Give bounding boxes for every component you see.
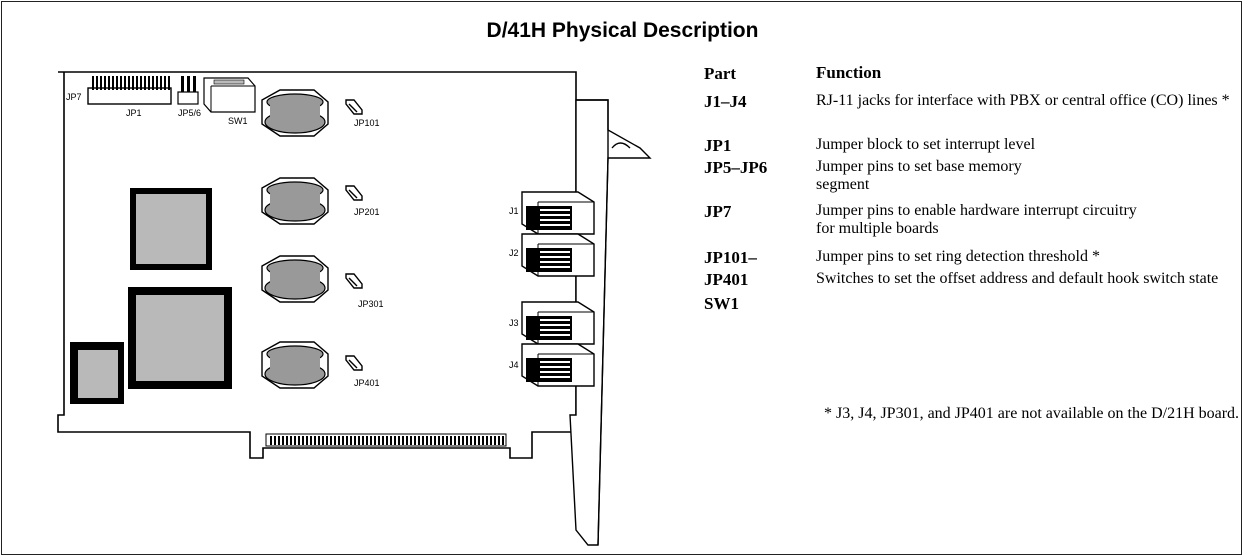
jp1-jumper-block [87,76,172,105]
row-function: Jumper pins to set base memory segment [816,158,1022,193]
jp101-label: JP101 [354,118,380,128]
rj11-jack-j3 [521,301,595,345]
sw1-label: SW1 [228,116,248,126]
jp5-jp6-jumper-pins [177,76,199,105]
j2-label: J2 [509,248,519,258]
header-function: Function [816,63,882,82]
j1-label: J1 [509,206,519,216]
board-diagram: JP7 JP1 JP5/6 SW1 JP101 JP201 JP301 JP40… [57,71,652,546]
jumper-jp301 [345,273,363,289]
row-part: SW1 [704,294,739,313]
j3-label: J3 [509,318,519,328]
jumper-jp401 [345,355,363,371]
j4-label: J4 [509,360,519,370]
bracket-notch [611,142,631,149]
row-function: Jumper pins to set ring detection thresh… [816,248,1100,265]
rj11-jack-j2 [521,233,595,277]
rj11-jack-j1 [521,191,595,235]
footnote: * J3, J4, JP301, and JP401 are not avail… [824,405,1240,422]
transformer-3 [261,255,329,303]
row-part: JP101– [704,248,757,267]
figure-title: D/41H Physical Description [486,19,759,42]
jp1-label: JP1 [126,108,142,118]
jp401-label: JP401 [354,378,380,388]
jumper-jp201 [345,185,363,201]
row-function: Jumper pins to enable hardware interrupt… [816,202,1137,237]
transformer-4 [261,341,329,389]
row-part: JP401 [704,270,749,289]
edge-connector [265,433,507,447]
rj11-jack-j4 [521,343,595,387]
jp7-label: JP7 [66,92,82,102]
row-function: Switches to set the offset address and d… [816,270,1219,287]
row-part: J1–J4 [704,92,747,111]
header-part: Part [704,64,737,83]
row-part: JP1 [704,136,732,155]
jp301-label: JP301 [358,299,384,309]
row-part: JP7 [704,202,732,221]
row-part: JP5–JP6 [704,158,768,177]
jumper-jp101 [345,99,363,115]
jp201-label: JP201 [354,207,380,217]
transformer-2 [261,177,329,225]
chip-large-center [128,287,232,389]
chip-lower-left [70,342,124,404]
row-function: Jumper block to set interrupt level [816,136,1036,153]
chip-upper-left [130,188,212,270]
row-function: RJ-11 jacks for interface with PBX or ce… [816,92,1230,109]
sw1-dip-switch [203,77,256,113]
jp5-jp6-label: JP5/6 [178,108,201,118]
transformer-1 [261,89,329,137]
